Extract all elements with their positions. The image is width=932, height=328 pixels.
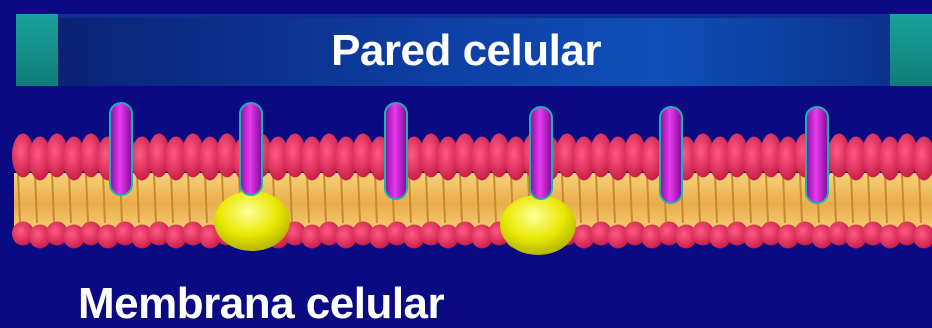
- integral-protein: [240, 103, 262, 195]
- cell-membrane-label: Membrana celular: [78, 280, 444, 328]
- integral-protein: [385, 103, 407, 199]
- peripheral-protein: [500, 195, 576, 255]
- integral-protein: [660, 107, 682, 203]
- cell-membrane: [0, 95, 932, 260]
- integral-protein: [806, 107, 828, 203]
- cell-wall-label: Pared celular: [0, 26, 932, 76]
- integral-protein: [110, 103, 132, 195]
- peripheral-protein: [214, 191, 290, 251]
- integral-protein: [530, 107, 552, 199]
